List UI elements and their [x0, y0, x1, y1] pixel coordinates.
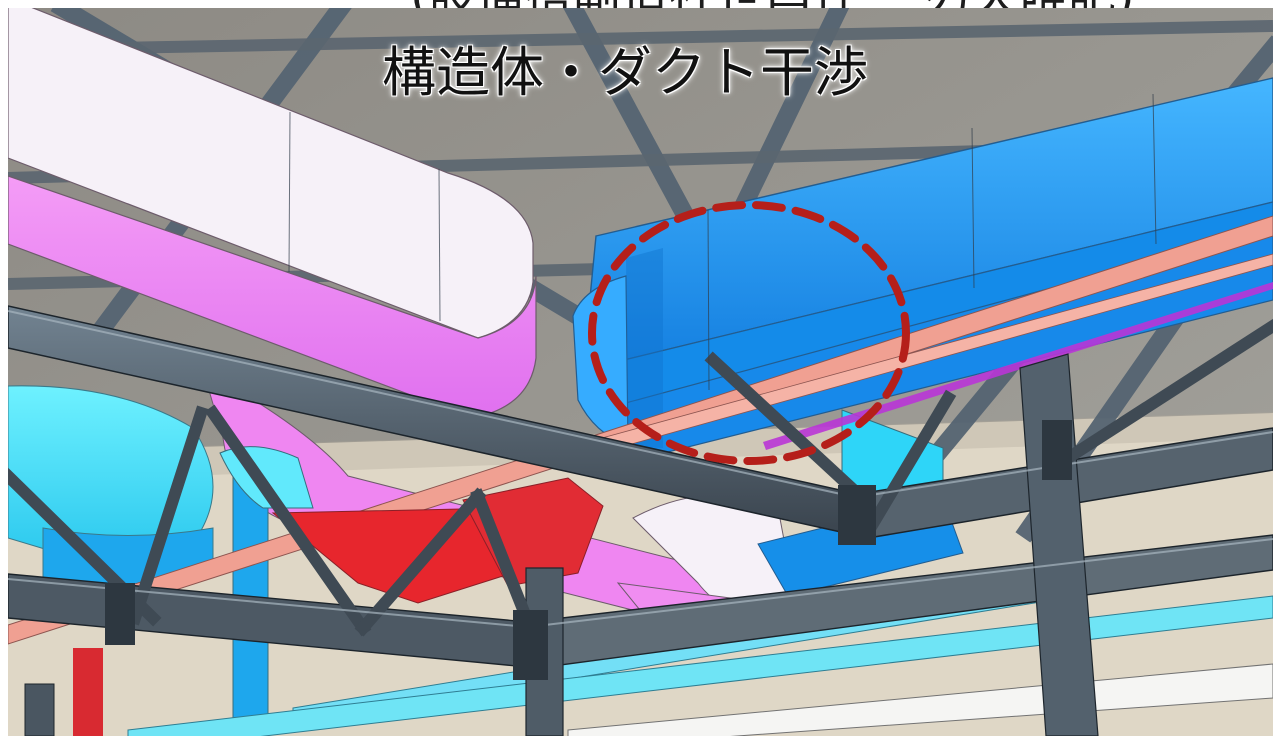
- top-caption-band: (設備搭副這社世昌住 一刃天唯記): [0, 0, 1273, 8]
- interference-circle: [588, 201, 910, 465]
- column-left: [24, 683, 55, 736]
- bim-3d-view: [8, 8, 1273, 736]
- magenta-line: [763, 282, 1273, 450]
- light-blue-pipe-lower: [127, 595, 1273, 736]
- beam-joints: [105, 420, 1072, 680]
- red-riser-left: [73, 648, 103, 736]
- white-pipe-lower: [567, 663, 1273, 736]
- truss-web: [8, 318, 1273, 637]
- duct-outline-lines: [288, 93, 1157, 391]
- duct-blue-left-shadow: [626, 248, 663, 448]
- column-right: [1019, 353, 1099, 736]
- scene-title: 構造体・ダクト干渉: [382, 41, 868, 104]
- top-caption: (設備搭副這社世昌住 一刃天唯記): [410, 0, 1273, 8]
- interference-callout: [588, 201, 910, 465]
- bim-scene: 構造体・ダクト干渉: [8, 8, 1273, 736]
